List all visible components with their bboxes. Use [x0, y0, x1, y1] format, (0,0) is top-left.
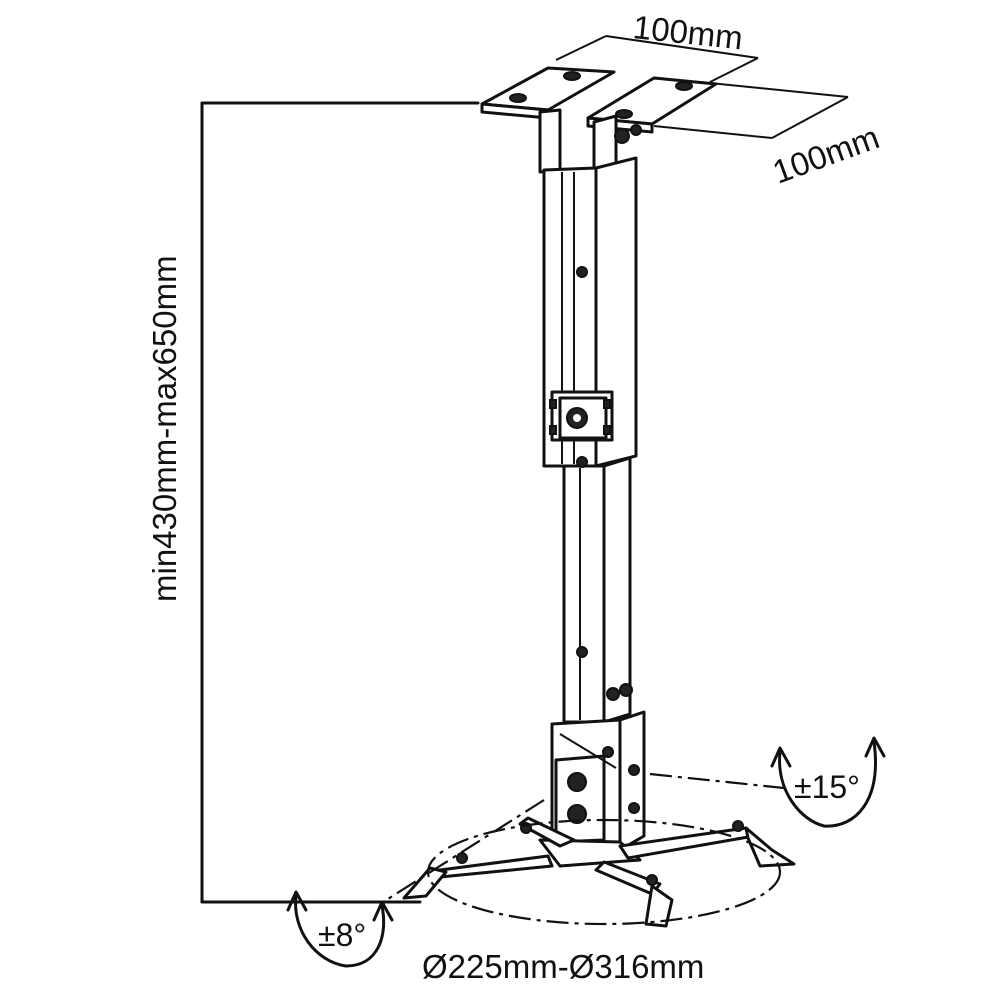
height-dimension-line: [200, 101, 480, 904]
height-clamp: [549, 390, 614, 442]
tilt-arc-icon: [286, 890, 394, 968]
tilt-head: [550, 710, 646, 854]
swivel-arc-icon: [770, 736, 886, 828]
swivel-angle-label: ±15°: [794, 769, 860, 805]
plate-width-label: 100mm: [631, 8, 744, 56]
rotation-guides: [379, 772, 785, 926]
tilt-angle-label: ±8°: [318, 917, 366, 953]
spider-base: [402, 816, 796, 928]
plate-brackets: [538, 108, 642, 174]
plate-width-dimension: [555, 35, 759, 83]
inner-tube: [562, 456, 633, 724]
height-range-label: min430mm-max650mm: [146, 255, 183, 602]
plate-depth-dimension: [653, 81, 849, 139]
plate-depth-label: 100mm: [768, 118, 884, 190]
base-diameter-label: Ø225mm-Ø316mm: [422, 948, 704, 985]
